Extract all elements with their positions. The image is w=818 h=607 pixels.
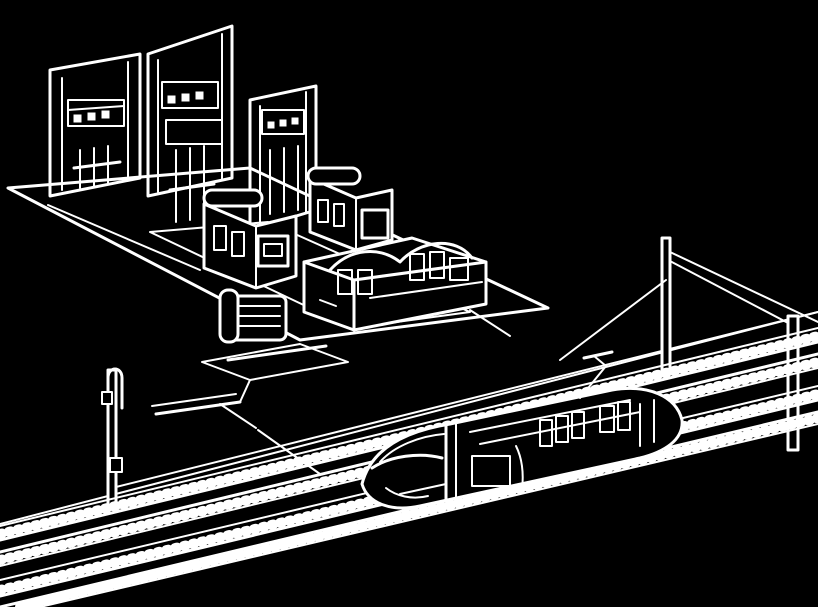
gantry-middle: [146, 24, 234, 223]
cable-trench: [151, 309, 511, 475]
pantograph: [579, 350, 614, 399]
gantry-left: [48, 52, 142, 198]
catenary-mast-right: [786, 314, 800, 452]
rectifier-module: [218, 288, 288, 344]
switchgear-house: [302, 236, 488, 332]
transformer-right: [306, 166, 394, 252]
transformer-left: [202, 188, 298, 290]
contact-wire: [0, 251, 818, 525]
gantry-right: [248, 84, 318, 232]
high-speed-train: [360, 350, 684, 510]
catenary-mast-left: [559, 236, 672, 372]
signal-post: [101, 367, 124, 508]
